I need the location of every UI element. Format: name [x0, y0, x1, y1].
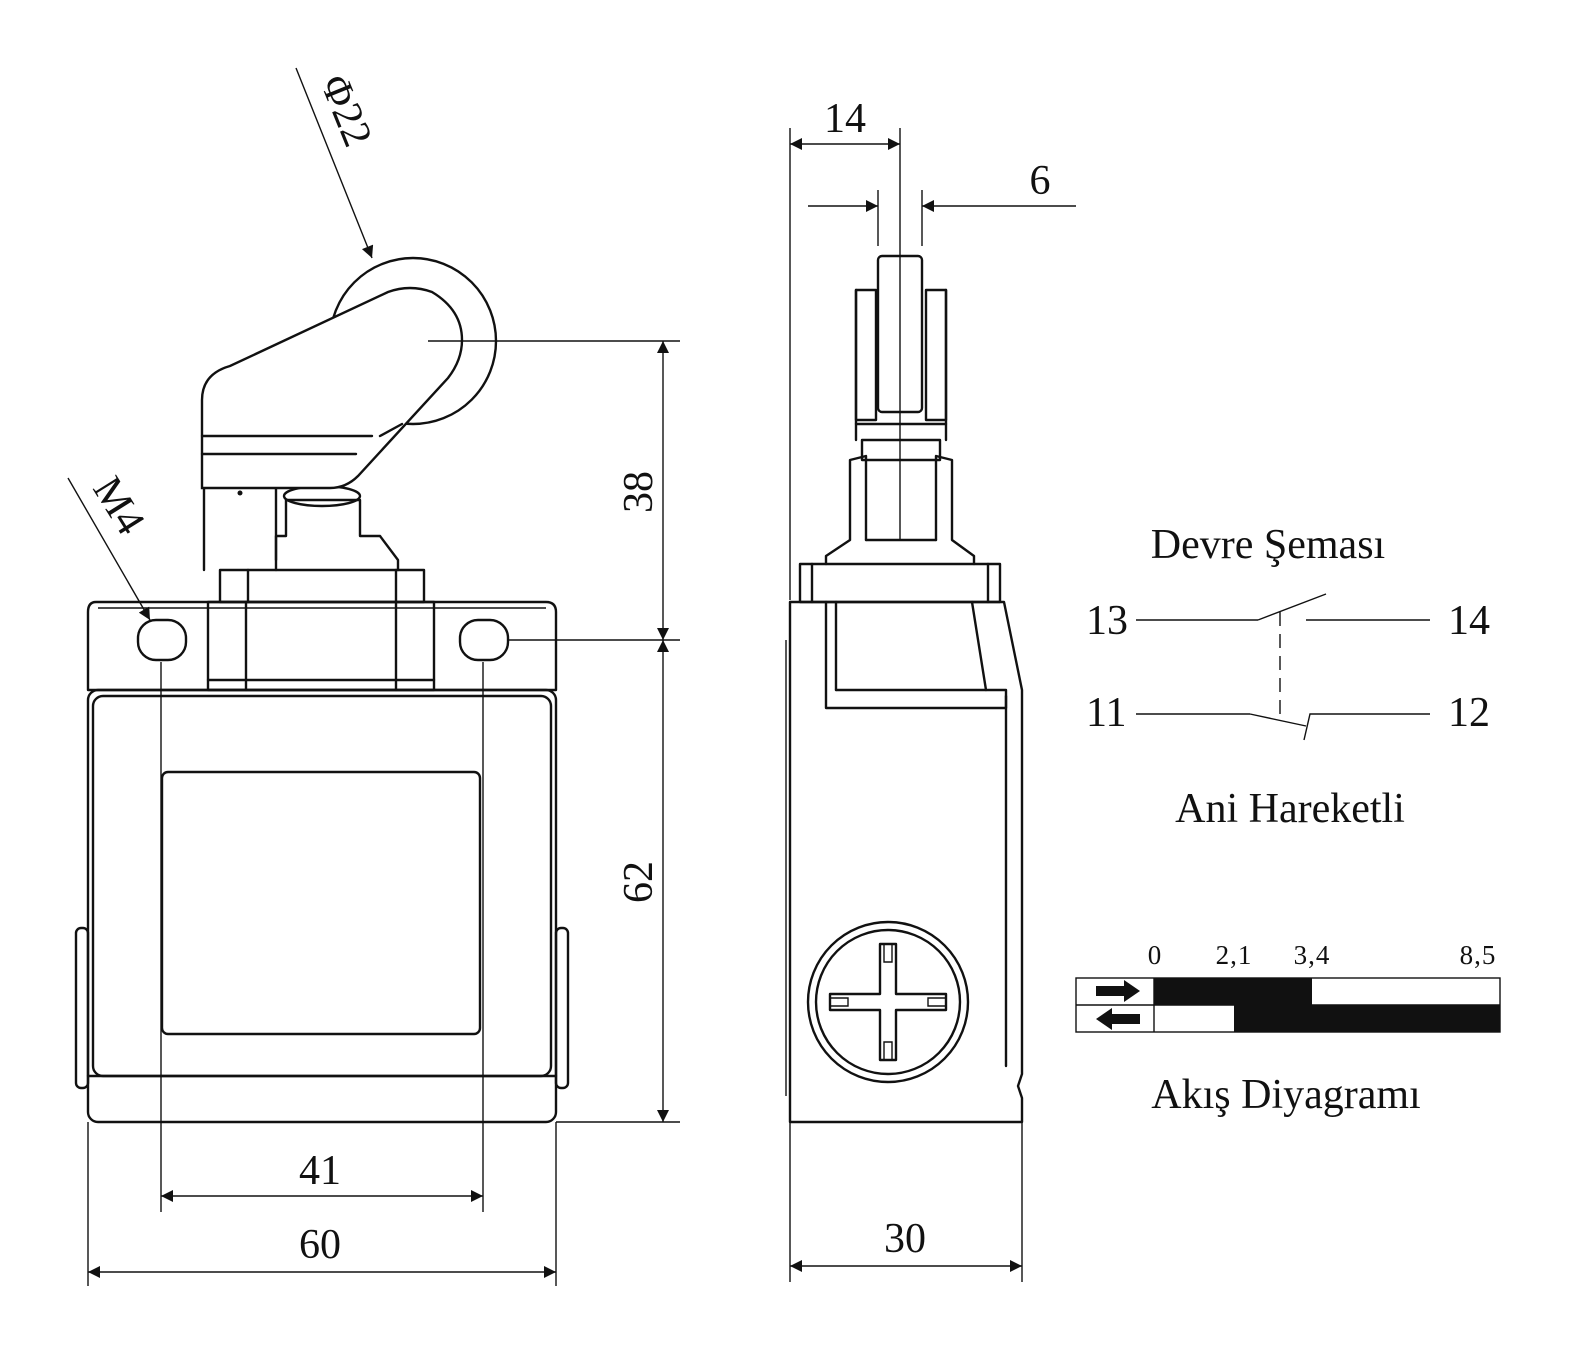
terminal-12: 12 [1448, 690, 1490, 736]
front-view [74, 256, 570, 1124]
front-dimensions: Φ22 M4 38 62 41 60 [67, 67, 680, 1286]
side-view [785, 254, 1024, 1124]
travel-title: Akış Diyagramı [1151, 1072, 1420, 1118]
forward-arrow-icon [1096, 980, 1140, 1002]
dim-body-width: 60 [299, 1222, 341, 1268]
terminal-14: 14 [1448, 598, 1490, 644]
dim-body-depth: 30 [884, 1216, 926, 1262]
dim-roller-diameter: Φ22 [311, 69, 381, 154]
return-arrow-icon [1096, 1008, 1140, 1030]
dim-height-upper: 38 [616, 471, 662, 513]
dim-roller-offset: 14 [824, 96, 866, 142]
dim-roller-width: 6 [1030, 158, 1051, 204]
side-dimensions: 14 6 30 [789, 96, 1076, 1282]
travel-bar-return [1234, 1005, 1500, 1032]
terminal-11: 11 [1086, 690, 1126, 736]
travel-tick-3-4: 3,4 [1294, 940, 1331, 970]
circuit-title: Devre Şeması [1151, 522, 1385, 568]
circuit-diagram: Devre Şeması 13 14 11 12 Ani Hareketli [1086, 522, 1490, 832]
mount-hole-left [136, 618, 188, 662]
travel-tick-2-1: 2,1 [1216, 940, 1253, 970]
terminal-13: 13 [1086, 598, 1128, 644]
dim-height-lower: 62 [616, 861, 662, 903]
lever-arm [200, 286, 464, 490]
travel-tick-8-5: 8,5 [1460, 940, 1497, 970]
mount-hole-right [458, 618, 510, 662]
travel-bar-forward [1154, 978, 1312, 1005]
travel-tick-0: 0 [1148, 940, 1163, 970]
dim-hole-spacing: 41 [299, 1148, 341, 1194]
cable-gland [806, 920, 970, 1084]
travel-diagram: 0 2,1 3,4 8,5 Akış Diyagramı [1075, 940, 1501, 1118]
dim-mount-thread: M4 [84, 469, 154, 543]
circuit-subtitle: Ani Hareketli [1175, 786, 1405, 832]
